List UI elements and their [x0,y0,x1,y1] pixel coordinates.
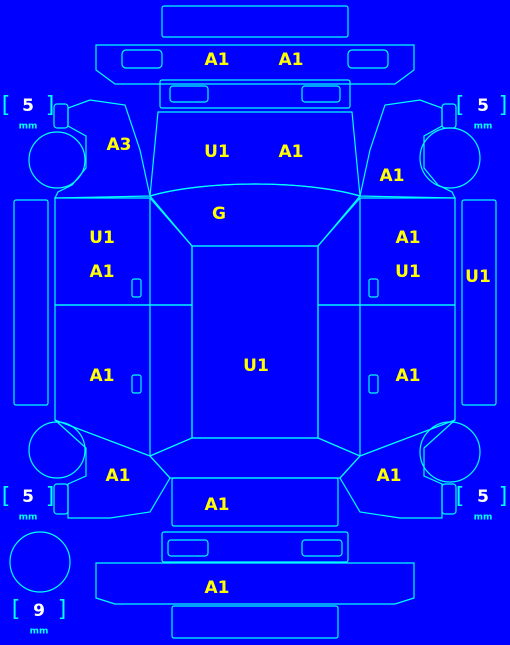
tyre-depth-value: 5 [477,487,489,507]
right-rear-door [317,304,456,457]
right-front-door-upper-grade: A1 [396,228,421,248]
tyre-depth-unit: mm [474,122,493,132]
tyre-depth-unit: mm [19,122,38,132]
left-front-door [54,197,193,306]
grille [159,79,351,109]
left-rear-door-grade: A1 [90,366,115,386]
bracket-right: ] [499,93,508,118]
left-rear-fender-grade: A1 [106,466,131,486]
rear-plate [171,605,339,639]
tyre-depth-value: 5 [22,487,34,507]
bracket-right: ] [46,484,55,509]
right-front-fender [359,99,456,199]
windshield [148,183,362,247]
rear-left-wheel-hub [53,483,69,515]
rear-right-lamp [301,539,343,557]
left-rocker-panel [13,199,49,406]
trunk-grade: A1 [205,495,230,515]
front-left-wheel-hub [53,103,69,129]
tyre-rear-right-badge: [ ] 5 mm [456,484,508,523]
bracket-left: [ [2,93,11,118]
bracket-left: [ [456,484,465,509]
right-rocker-panel [461,199,497,406]
tyre-rear-left-badge: [ ] 5 mm [2,484,55,523]
tyre-depth-unit: mm [19,513,38,523]
left-rear-door-handle [131,374,142,394]
rear-right-wheel [419,421,481,483]
right-front-fender-grade: A1 [380,166,405,186]
front-right-wheel-hub [441,103,457,129]
front-left-wheel [28,131,86,189]
rear-left-lamp [167,539,209,557]
rear-window [148,437,362,479]
tyre-depth-unit: mm [30,627,49,637]
left-front-door-upper-grade: U1 [89,228,115,248]
tyre-depth-unit: mm [474,513,493,523]
bracket-right: ] [58,597,67,622]
roof [191,245,319,439]
front-right-wheel [419,127,481,189]
right-front-door [317,197,456,306]
spare-tyre [9,531,71,593]
front-bumper-left-grade: A1 [205,50,230,70]
front-left-foglamp [121,49,163,69]
bracket-left: [ [2,484,11,509]
rear-left-wheel [28,421,86,479]
tyre-depth-value: 9 [33,601,45,621]
tyre-spare-badge: [ ] 9 mm [12,597,67,637]
hood-right-grade: A1 [279,142,304,162]
front-bumper [95,44,415,85]
left-front-fender [54,99,151,199]
left-front-fender-grade: A3 [107,135,132,155]
hood-left-grade: U1 [204,142,230,162]
tyre-front-right-badge: [ ] 5 mm [456,93,508,132]
rear-bumper [95,562,415,605]
tyre-depth-value: 5 [22,96,34,116]
windshield-grade: G [212,204,226,224]
tyre-depth-value: 5 [477,96,489,116]
right-front-door-handle [368,278,379,298]
front-bumper-right-grade: A1 [279,50,304,70]
left-rear-door [54,304,193,457]
right-front-door-lower-grade: U1 [395,262,421,282]
roof-grade: U1 [243,356,269,376]
rear-bumper-grade: A1 [205,578,230,598]
bracket-left: [ [12,597,21,622]
bracket-left: [ [456,93,465,118]
left-front-door-lower-grade: A1 [90,262,115,282]
front-left-headlamp [169,85,209,103]
bracket-right: ] [499,484,508,509]
front-right-headlamp [301,85,341,103]
right-rear-door-grade: A1 [396,366,421,386]
front-plate [161,5,349,38]
left-front-door-handle [131,278,142,298]
rear-right-wheel-hub [441,483,457,515]
right-rear-door-handle [368,374,379,394]
right-rocker-grade: U1 [465,267,491,287]
tyre-front-left-badge: [ ] 5 mm [2,93,55,132]
rear-panel [161,531,349,563]
trunk-lid [171,477,339,527]
bracket-right: ] [46,93,55,118]
front-right-foglamp [347,49,389,69]
right-rear-fender-grade: A1 [377,466,402,486]
